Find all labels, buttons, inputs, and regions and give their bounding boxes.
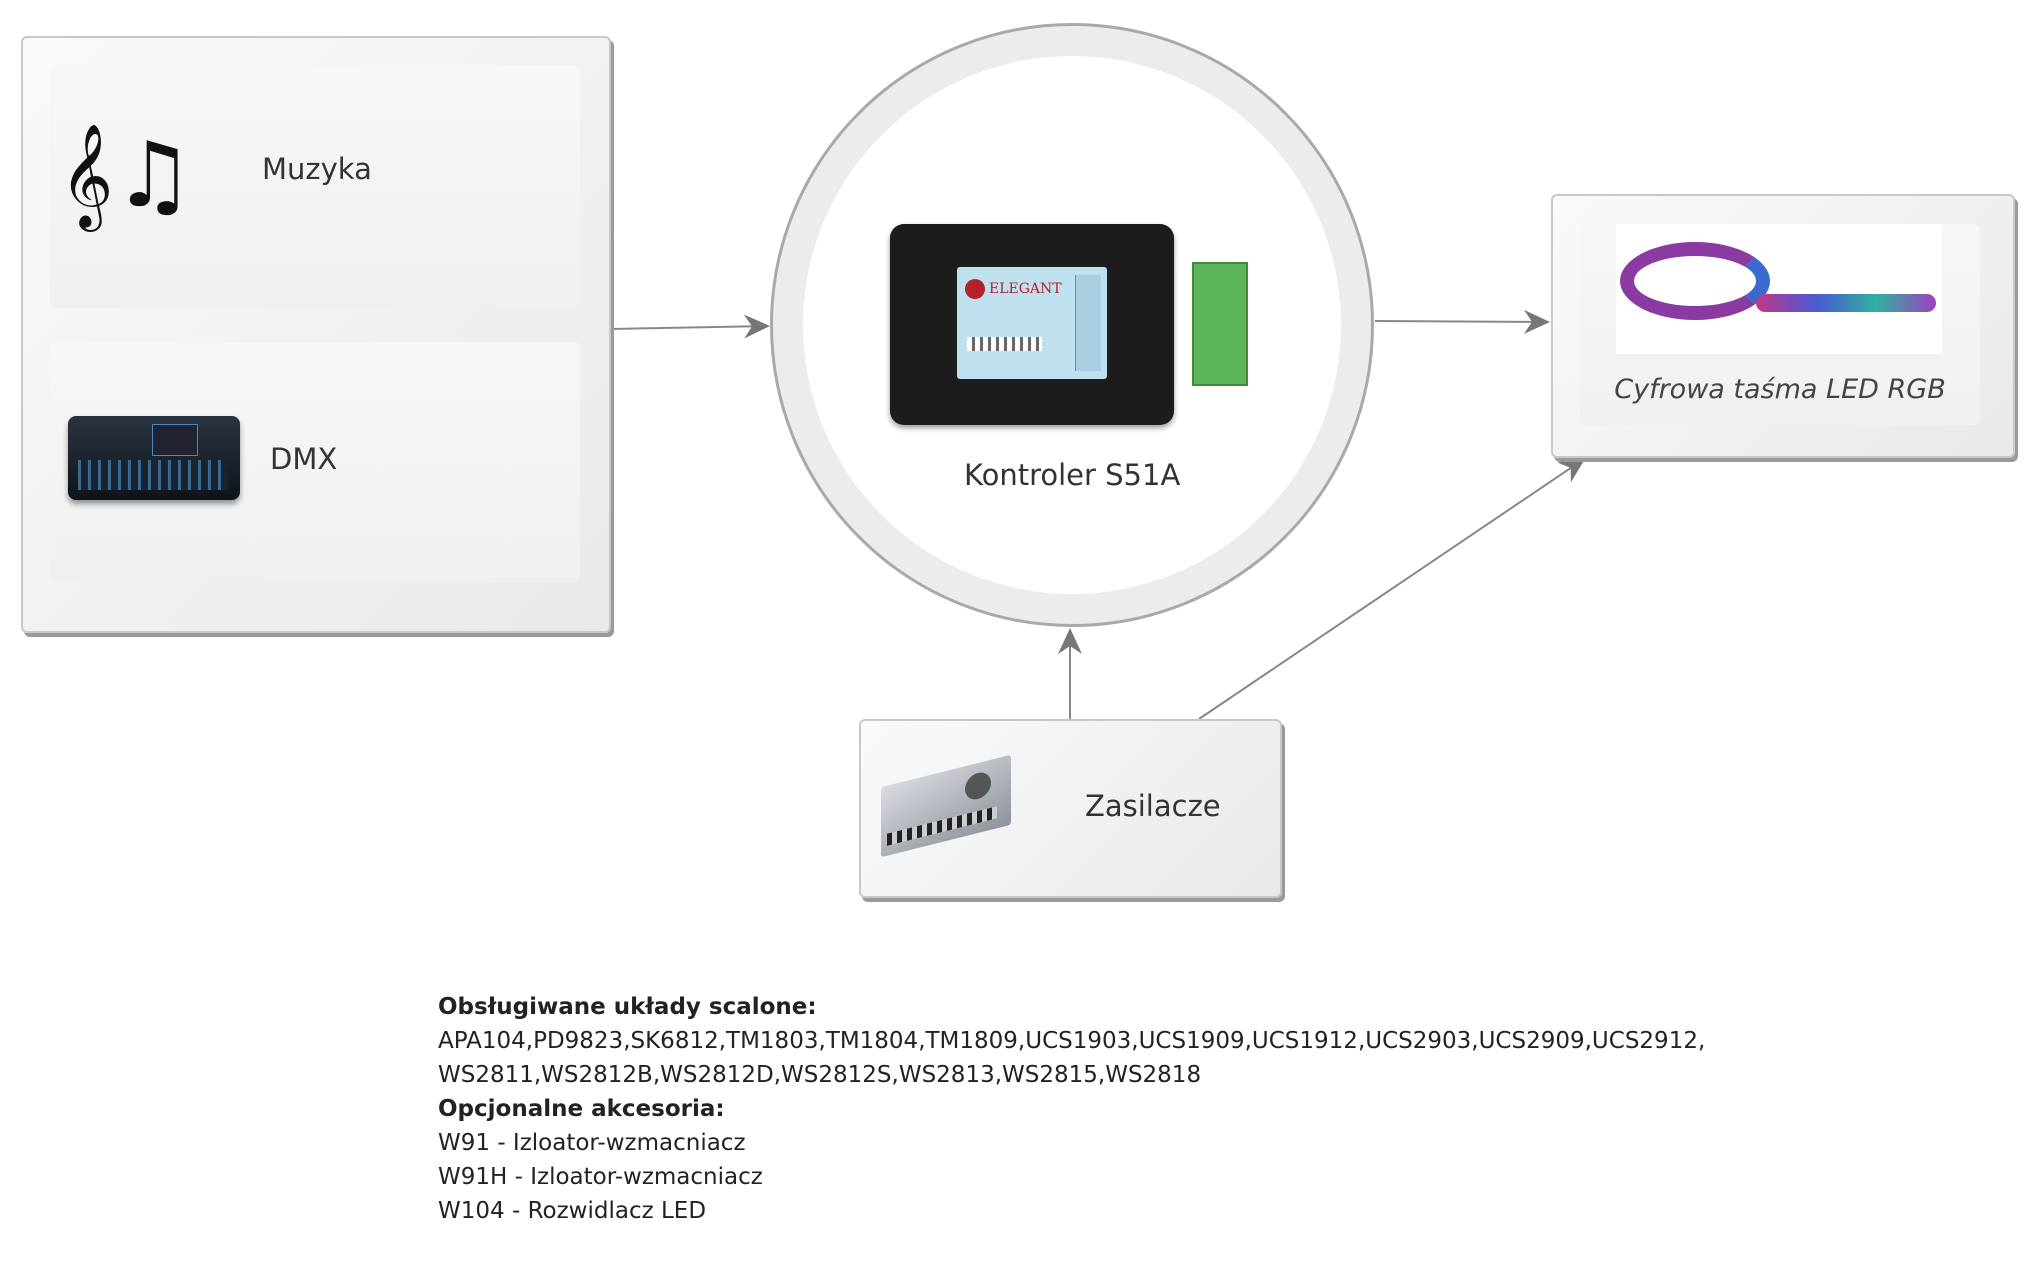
arrow-inputs-to-controller — [610, 314, 770, 339]
dmx-card[interactable]: DMX — [50, 342, 580, 582]
accessory-item: W91 - Izloator-wzmacniacz — [438, 1130, 746, 1156]
terminal-block-icon — [1192, 262, 1248, 386]
notes-section: Obsługiwane układy scalone: APA104,PD982… — [438, 990, 1705, 1228]
controller-device-icon: ELEGANT — [890, 224, 1174, 425]
chips-line-2: WS2811,WS2812B,WS2812D,WS2812S,WS2813,WS… — [438, 1062, 1202, 1088]
power-supply-label: Zasilacze — [1085, 789, 1221, 823]
music-label: Muzyka — [262, 152, 372, 186]
power-supply-icon — [881, 754, 1011, 858]
brand-text: ELEGANT — [989, 281, 1062, 297]
dmx-label: DMX — [270, 442, 338, 476]
accessory-item: W104 - Rozwidlacz LED — [438, 1198, 707, 1224]
led-strip-label: Cyfrowa taśma LED RGB — [1614, 374, 1946, 405]
controller-faceplate: ELEGANT — [957, 267, 1107, 379]
accessories-heading: Opcjonalne akcesoria: — [438, 1096, 725, 1122]
arrow-controller-to-strip — [1374, 309, 1550, 334]
music-card[interactable]: 𝄞♫ Muzyka — [50, 66, 580, 308]
controller-label: Kontroler S51A — [964, 458, 1181, 492]
led-strip-panel[interactable]: Cyfrowa taśma LED RGB — [1551, 194, 2015, 458]
led-strip-icon — [1616, 224, 1942, 354]
arrow-power-to-strip — [1198, 457, 1586, 720]
dmx-console-icon — [68, 416, 240, 500]
inputs-panel: 𝄞♫ Muzyka DMX — [21, 36, 611, 633]
accessory-item: W91H - Izloator-wzmacniacz — [438, 1164, 763, 1190]
power-supply-panel[interactable]: Zasilacze — [859, 719, 1282, 898]
music-notes-icon: 𝄞♫ — [60, 123, 194, 228]
chips-heading: Obsługiwane układy scalone: — [438, 994, 817, 1020]
chips-line-1: APA104,PD9823,SK6812,TM1803,TM1804,TM180… — [438, 1028, 1706, 1054]
led-strip-card: Cyfrowa taśma LED RGB — [1580, 224, 1980, 425]
